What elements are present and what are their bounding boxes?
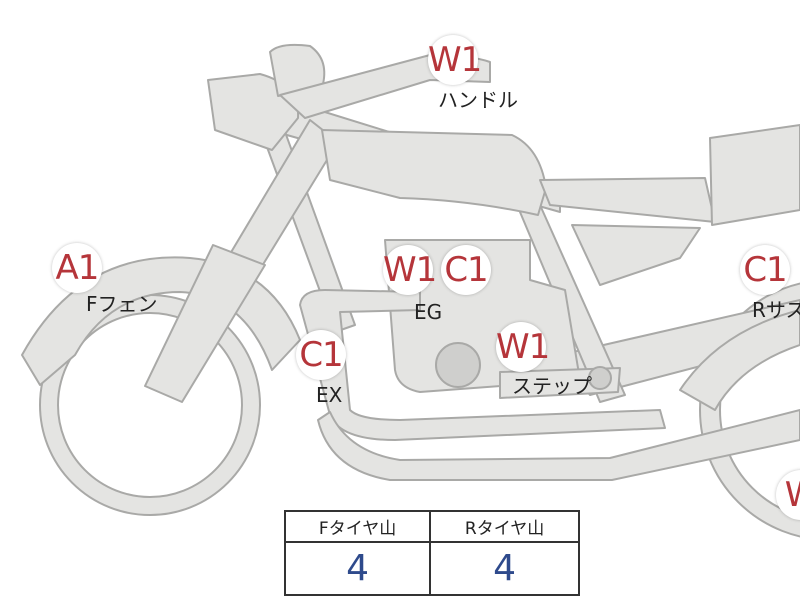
step-peg	[588, 366, 612, 390]
marker-code: W1	[428, 40, 482, 80]
fuel-tank	[321, 129, 547, 216]
side-cover	[571, 224, 701, 286]
engine-cover	[435, 342, 481, 388]
rear-fender	[679, 309, 800, 411]
marker-code: C1	[743, 250, 787, 290]
label-ex: EX	[316, 383, 343, 407]
header-front-tire: Fタイヤ山	[283, 510, 432, 543]
marker-ffender[interactable]: A1	[52, 243, 102, 293]
marker-code: W1	[496, 327, 550, 367]
value-front-tire: 4	[283, 540, 432, 597]
label-step: ステップ	[512, 374, 592, 398]
marker-code: W1	[383, 250, 437, 290]
label-rsus: Rサス	[752, 298, 800, 322]
label-handle: ハンドル	[438, 88, 518, 112]
label-eg: EG	[414, 300, 443, 324]
table-value-row: 4 4	[283, 540, 580, 597]
label-ffender: Fフェン	[86, 292, 158, 316]
marker-code: C1	[444, 250, 488, 290]
marker-step[interactable]: W1	[496, 322, 550, 372]
exhaust-lower	[317, 409, 800, 481]
marker-ex[interactable]: C1	[296, 330, 346, 380]
marker-rear[interactable]: W	[776, 470, 800, 520]
seat-rear	[709, 124, 800, 226]
marker-code: W	[776, 476, 800, 514]
header-rear-tire: Rタイヤ山	[429, 510, 580, 543]
fork-outer	[144, 244, 266, 403]
table-header-row: Fタイヤ山 Rタイヤ山	[283, 510, 580, 543]
seat	[539, 177, 716, 223]
marker-code: C1	[299, 335, 343, 375]
marker-eg-c[interactable]: C1	[441, 245, 491, 295]
tire-tread-table: Fタイヤ山 Rタイヤ山 4 4	[283, 510, 580, 597]
marker-eg-w[interactable]: W1	[383, 245, 437, 295]
marker-rsus[interactable]: C1	[740, 245, 790, 295]
value-rear-tire: 4	[429, 540, 580, 597]
marker-code: A1	[55, 248, 100, 288]
exhaust-upper	[299, 289, 666, 441]
marker-handle[interactable]: W1	[428, 35, 482, 85]
